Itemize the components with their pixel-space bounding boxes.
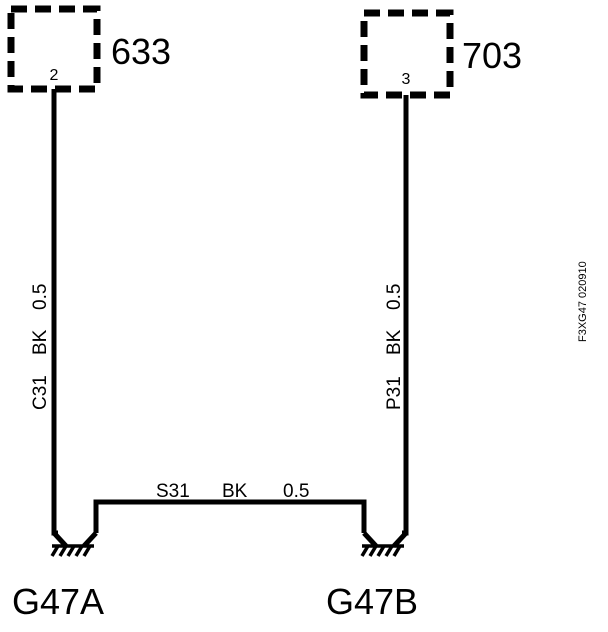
- connector-633: 2 633: [7, 5, 171, 93]
- wire-c31: [51, 89, 58, 536]
- wire-c31-circuit: C31: [30, 375, 51, 410]
- connector-633-box: [7, 5, 101, 93]
- ground-g47a-label: G47A: [12, 581, 104, 622]
- wire-s31-color: BK: [222, 481, 248, 502]
- ground-g47a-icon: [50, 531, 98, 557]
- connector-703-pin: 3: [402, 71, 411, 88]
- connector-703: 3 703: [360, 9, 522, 99]
- ground-g47b-label: G47B: [326, 581, 418, 622]
- wire-p31-size: 0.5: [384, 284, 405, 310]
- wire-p31: [402, 95, 409, 536]
- wire-s31-size: 0.5: [283, 481, 309, 502]
- connector-633-label: 633: [111, 31, 171, 72]
- reference-code: F3XG47 020910: [577, 261, 589, 342]
- wire-s31-circuit: S31: [156, 481, 190, 502]
- wire-s31: [93, 499, 367, 533]
- wire-c31-color: BK: [30, 329, 51, 355]
- wire-p31-circuit: P31: [384, 376, 405, 410]
- wire-p31-label: P31 BK 0.5: [384, 284, 405, 410]
- connector-633-pin: 2: [50, 67, 59, 84]
- wire-c31-label: C31 BK 0.5: [30, 284, 51, 410]
- wire-p31-color: BK: [384, 329, 405, 355]
- wire-s31-label: S31 BK 0.5: [156, 481, 309, 502]
- connector-703-label: 703: [462, 35, 522, 76]
- wire-c31-size: 0.5: [30, 284, 51, 310]
- ground-g47b-icon: [360, 531, 408, 557]
- connector-703-box: [360, 9, 454, 99]
